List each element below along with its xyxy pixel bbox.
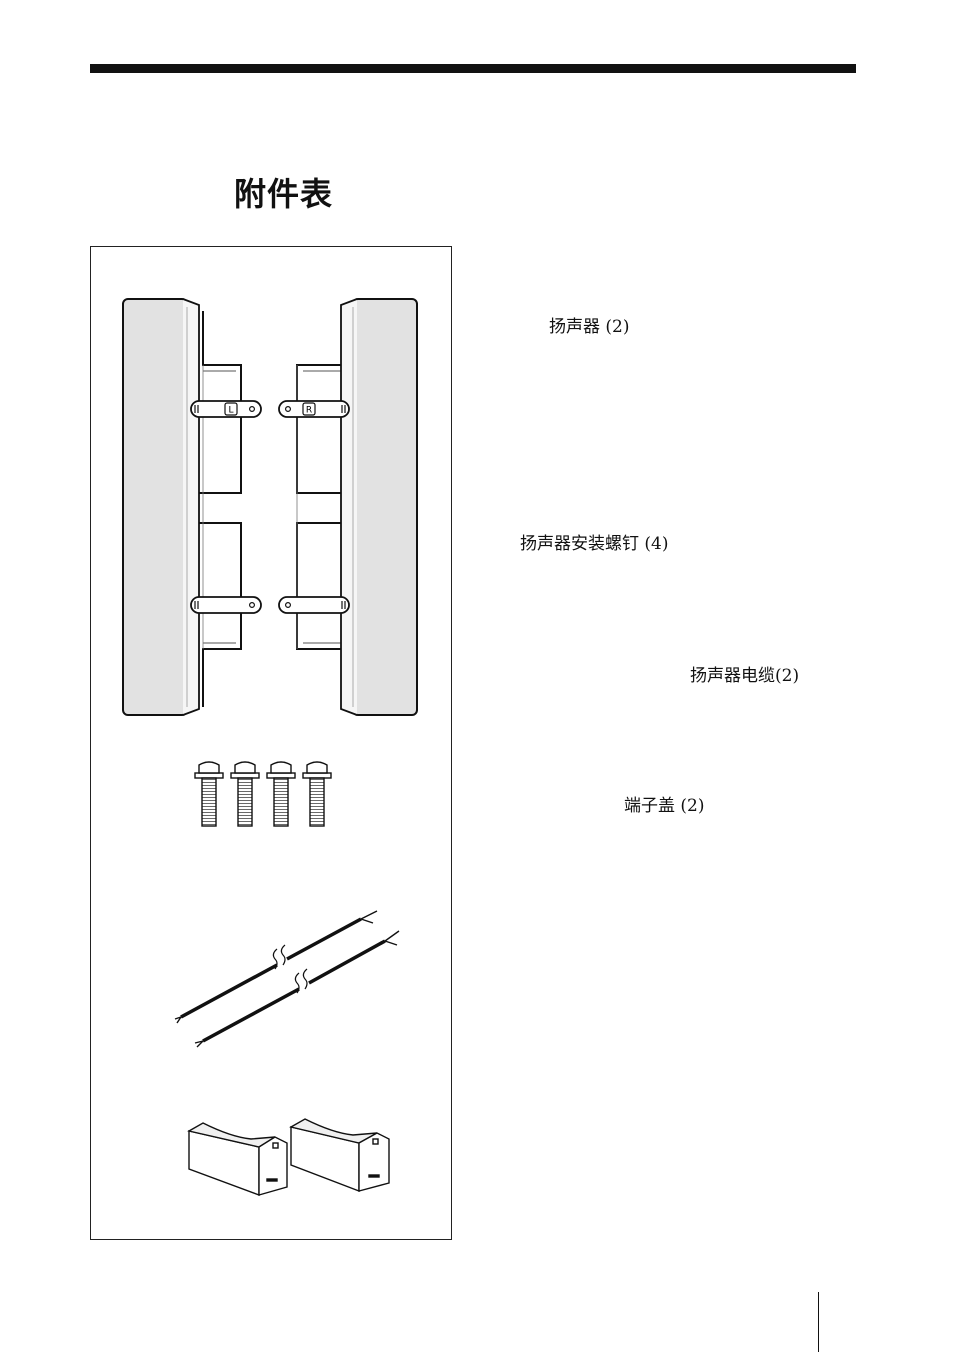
left-channel-badge: L (228, 406, 233, 416)
speaker-cables-illustration (175, 911, 399, 1047)
speaker-left-illustration: L (123, 299, 261, 715)
speaker-right-illustration: R (279, 299, 417, 715)
terminal-covers-illustration (189, 1119, 389, 1195)
mounting-screws-illustration (195, 762, 331, 826)
caption-speaker-cable: 扬声器电缆(2) (690, 668, 799, 685)
accessories-illustration: L R (91, 247, 453, 1241)
page-title: 附件表 (234, 178, 333, 210)
caption-speakers: 扬声器 (2) (549, 319, 629, 336)
right-channel-badge: R (306, 406, 312, 416)
top-rule (90, 64, 856, 73)
accessories-figure-panel: L R (90, 246, 452, 1240)
caption-terminal-cover: 端子盖 (2) (624, 798, 704, 815)
caption-mounting-screws: 扬声器安装螺钉 (4) (520, 536, 668, 553)
page-edge-rule (818, 1292, 819, 1352)
